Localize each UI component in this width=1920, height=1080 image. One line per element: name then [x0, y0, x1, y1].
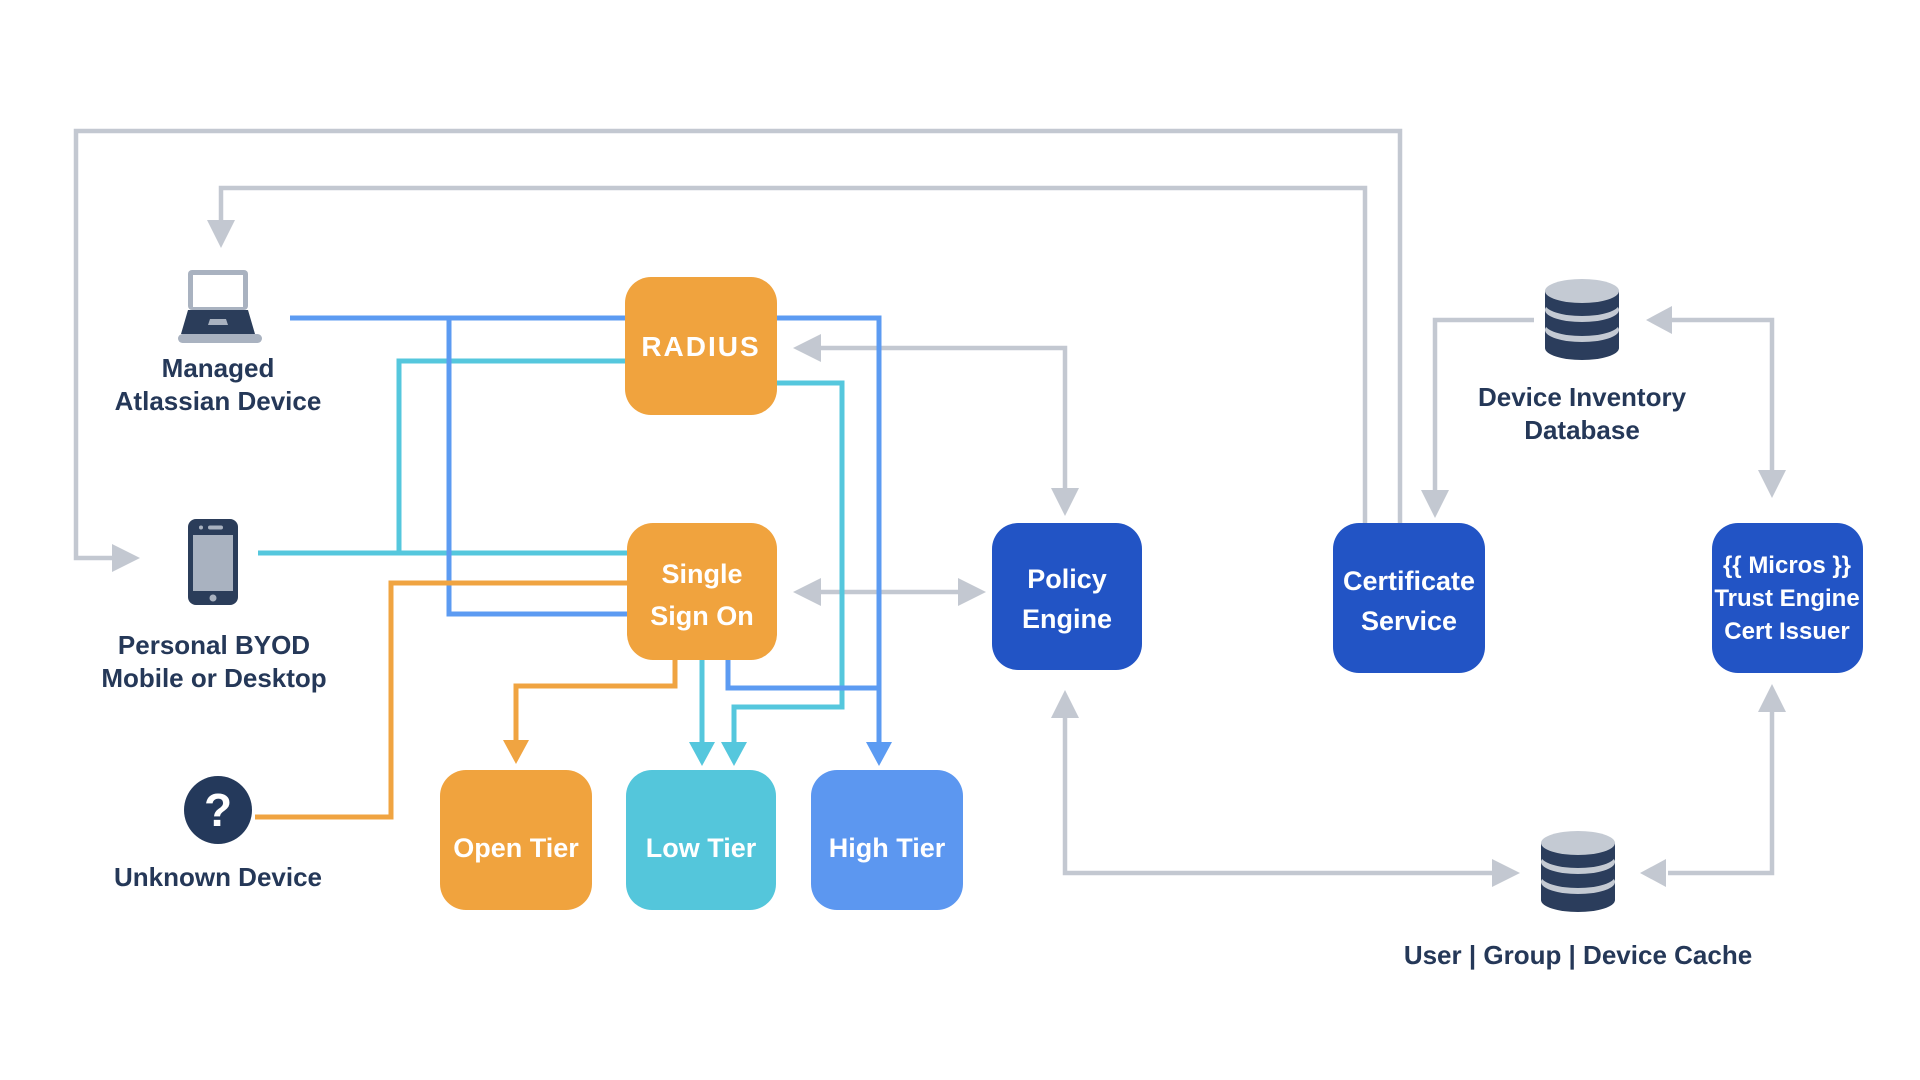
trust-engine-label-line3: Cert Issuer — [1724, 618, 1849, 645]
connector-sso-to-hightier — [725, 660, 879, 691]
byod-device-label-line2: Mobile or Desktop — [101, 663, 326, 693]
smartphone-icon — [188, 519, 238, 605]
database-icon — [1545, 279, 1619, 360]
certificate-service-node: Certificate Service — [1333, 523, 1485, 673]
connector-certservice-to-managed — [207, 185, 1368, 523]
radius-node: RADIUS — [625, 277, 777, 415]
open-tier-node: Open Tier — [440, 770, 592, 910]
policy-engine-box — [992, 523, 1142, 670]
connector-inventorydb-trustengine — [1646, 306, 1786, 498]
trust-engine-node: {{ Micros }} Trust Engine Cert Issuer — [1712, 523, 1863, 673]
trust-engine-label-line2: Trust Engine — [1714, 585, 1859, 612]
high-tier-label: High Tier — [829, 833, 946, 863]
managed-device-label-line1: Managed — [162, 353, 275, 383]
certificate-service-box — [1333, 523, 1485, 673]
connector-certservice-to-byod — [73, 128, 1403, 572]
connector-usercache-trustengine — [1640, 684, 1786, 887]
sso-box — [627, 523, 777, 660]
policy-engine-label-line1: Policy — [1027, 564, 1107, 594]
connector-unknown-to-sso — [255, 580, 627, 820]
connector-byod-to-radius — [396, 358, 625, 553]
policy-engine-node: Policy Engine — [992, 523, 1142, 670]
high-tier-box — [811, 770, 963, 910]
connector-radius-to-hightier — [777, 315, 892, 766]
device-inventory-datastore: Device Inventory Database — [1478, 279, 1687, 445]
sso-label-line1: Single — [661, 559, 742, 589]
laptop-icon — [178, 270, 262, 343]
device-inventory-label-line2: Database — [1524, 415, 1640, 445]
connector-radius-to-lowtier — [721, 380, 845, 766]
question-mark-glyph: ? — [204, 784, 232, 836]
sso-label-line2: Sign On — [650, 601, 754, 631]
trust-engine-box — [1712, 523, 1863, 673]
certificate-service-label-line2: Service — [1361, 606, 1457, 636]
database-icon — [1541, 831, 1615, 912]
radius-label: RADIUS — [641, 331, 760, 362]
byod-device: Personal BYOD Mobile or Desktop — [101, 519, 327, 693]
connector-sso-policyengine — [793, 578, 986, 606]
unknown-device-label: Unknown Device — [114, 862, 322, 892]
connector-managed-to-sso — [446, 318, 627, 617]
connector-inventorydb-to-certservice — [1421, 317, 1534, 518]
connector-sso-to-opentier — [503, 660, 678, 764]
user-cache-label: User | Group | Device Cache — [1404, 940, 1752, 970]
low-tier-box — [626, 770, 776, 910]
low-tier-node: Low Tier — [626, 770, 776, 910]
device-inventory-label-line1: Device Inventory — [1478, 382, 1687, 412]
connector-policyengine-usercache — [1051, 690, 1520, 887]
managed-device: Managed Atlassian Device — [115, 270, 322, 416]
unknown-device: ? Unknown Device — [114, 776, 322, 892]
user-cache-datastore: User | Group | Device Cache — [1404, 831, 1752, 970]
connector-sso-to-lowtier — [689, 660, 715, 766]
open-tier-box — [440, 770, 592, 910]
connector-radius-policyengine — [793, 334, 1079, 516]
trust-engine-label-line1: {{ Micros }} — [1723, 552, 1851, 579]
question-mark-icon: ? — [184, 776, 252, 844]
low-tier-label: Low Tier — [646, 833, 757, 863]
high-tier-node: High Tier — [811, 770, 963, 910]
certificate-service-label-line1: Certificate — [1343, 566, 1475, 596]
managed-device-label-line2: Atlassian Device — [115, 386, 322, 416]
policy-engine-label-line2: Engine — [1022, 604, 1112, 634]
byod-device-label-line1: Personal BYOD — [118, 630, 310, 660]
sso-node: Single Sign On — [627, 523, 777, 660]
open-tier-label: Open Tier — [453, 833, 579, 863]
radius-box — [625, 277, 777, 415]
